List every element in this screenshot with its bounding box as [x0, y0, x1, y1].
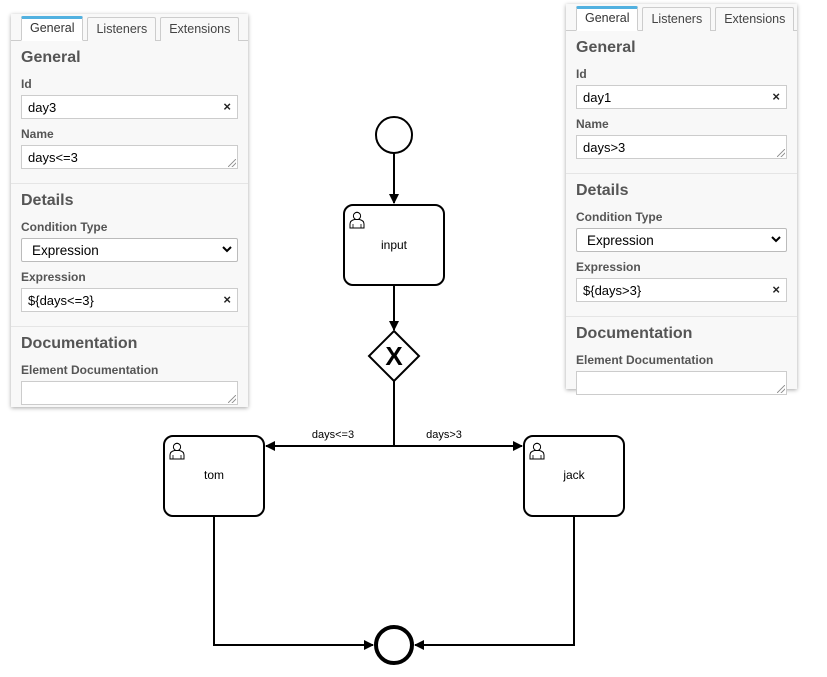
condition-type-select[interactable]: Expression: [21, 238, 238, 262]
resize-grip-icon[interactable]: [777, 385, 785, 393]
start-event[interactable]: [375, 116, 413, 154]
name-label: Name: [21, 127, 54, 141]
flow-tom-to-end[interactable]: [213, 516, 374, 650]
id-label: Id: [576, 67, 587, 81]
resize-grip-icon[interactable]: [777, 149, 785, 157]
tab-extensions[interactable]: Extensions: [160, 17, 240, 41]
clear-icon[interactable]: ×: [772, 282, 780, 297]
properties-panel-right: General Listeners Extensions General Id …: [566, 4, 797, 395]
expression-value: ${days<=3}: [28, 293, 94, 308]
element-documentation-label: Element Documentation: [21, 363, 159, 377]
condition-type-value: Expression: [587, 233, 654, 248]
task-tom-label: tom: [204, 468, 224, 482]
group-details: Details Condition Type Expression Expres…: [566, 174, 797, 317]
name-label: Name: [576, 117, 609, 131]
name-field[interactable]: days>3: [576, 135, 787, 159]
group-general: General Id day1 × Name days>3: [566, 31, 797, 174]
expression-field[interactable]: ${days>3} ×: [576, 278, 787, 302]
name-value: days>3: [583, 140, 626, 155]
id-label: Id: [21, 77, 32, 91]
group-title: General: [576, 39, 636, 56]
tab-bar: General Listeners Extensions: [11, 14, 248, 41]
condition-type-value: Expression: [32, 243, 99, 258]
tab-general[interactable]: General: [576, 6, 639, 31]
resize-grip-icon[interactable]: [228, 159, 236, 167]
expression-label: Expression: [21, 270, 86, 284]
condition-type-label: Condition Type: [576, 210, 663, 224]
group-title: Details: [576, 182, 629, 199]
task-input-label: input: [381, 238, 408, 252]
group-details: Details Condition Type Expression Expres…: [11, 184, 248, 327]
name-field[interactable]: days<=3: [21, 145, 238, 169]
group-title: Details: [21, 192, 74, 209]
tab-listeners[interactable]: Listeners: [87, 17, 157, 41]
condition-type-select[interactable]: Expression: [576, 228, 787, 252]
flow-jack-to-end[interactable]: [414, 516, 575, 650]
resize-grip-icon[interactable]: [228, 395, 236, 403]
group-documentation: Documentation Element Documentation: [11, 327, 248, 413]
flow-label-right[interactable]: days>3: [426, 429, 462, 441]
id-value: day1: [583, 90, 612, 105]
chevron-down-icon: [222, 246, 232, 253]
condition-type-label: Condition Type: [21, 220, 108, 234]
name-value: days<=3: [28, 150, 78, 165]
clear-icon[interactable]: ×: [223, 99, 231, 114]
expression-value: ${days>3}: [583, 283, 642, 298]
task-input[interactable]: [343, 204, 445, 286]
expression-field[interactable]: ${days<=3} ×: [21, 288, 238, 312]
tab-bar: General Listeners Extensions: [566, 4, 797, 31]
tab-extensions[interactable]: Extensions: [715, 7, 795, 31]
gateway-x-icon: X: [385, 341, 403, 371]
chevron-down-icon: [771, 236, 781, 243]
group-title: Documentation: [21, 335, 138, 352]
tab-general[interactable]: General: [21, 16, 84, 41]
group-title: General: [21, 49, 81, 66]
clear-icon[interactable]: ×: [772, 89, 780, 104]
clear-icon[interactable]: ×: [223, 292, 231, 307]
flow-label-left[interactable]: days<=3: [312, 429, 354, 441]
element-documentation-field[interactable]: [576, 371, 787, 395]
id-value: day3: [28, 100, 57, 115]
group-title: Documentation: [576, 325, 693, 342]
id-field[interactable]: day1 ×: [576, 85, 787, 109]
task-jack[interactable]: [523, 435, 625, 517]
group-documentation: Documentation Element Documentation: [566, 317, 797, 403]
task-jack-label: jack: [562, 468, 585, 482]
exclusive-gateway[interactable]: [367, 329, 421, 383]
expression-label: Expression: [576, 260, 641, 274]
task-tom[interactable]: [163, 435, 265, 517]
end-event[interactable]: [374, 625, 414, 665]
tab-listeners[interactable]: Listeners: [642, 7, 712, 31]
properties-panel-left: General Listeners Extensions General Id …: [11, 14, 248, 407]
element-documentation-label: Element Documentation: [576, 353, 714, 367]
element-documentation-field[interactable]: [21, 381, 238, 405]
id-field[interactable]: day3 ×: [21, 95, 238, 119]
group-general: General Id day3 × Name days<=3: [11, 41, 248, 184]
